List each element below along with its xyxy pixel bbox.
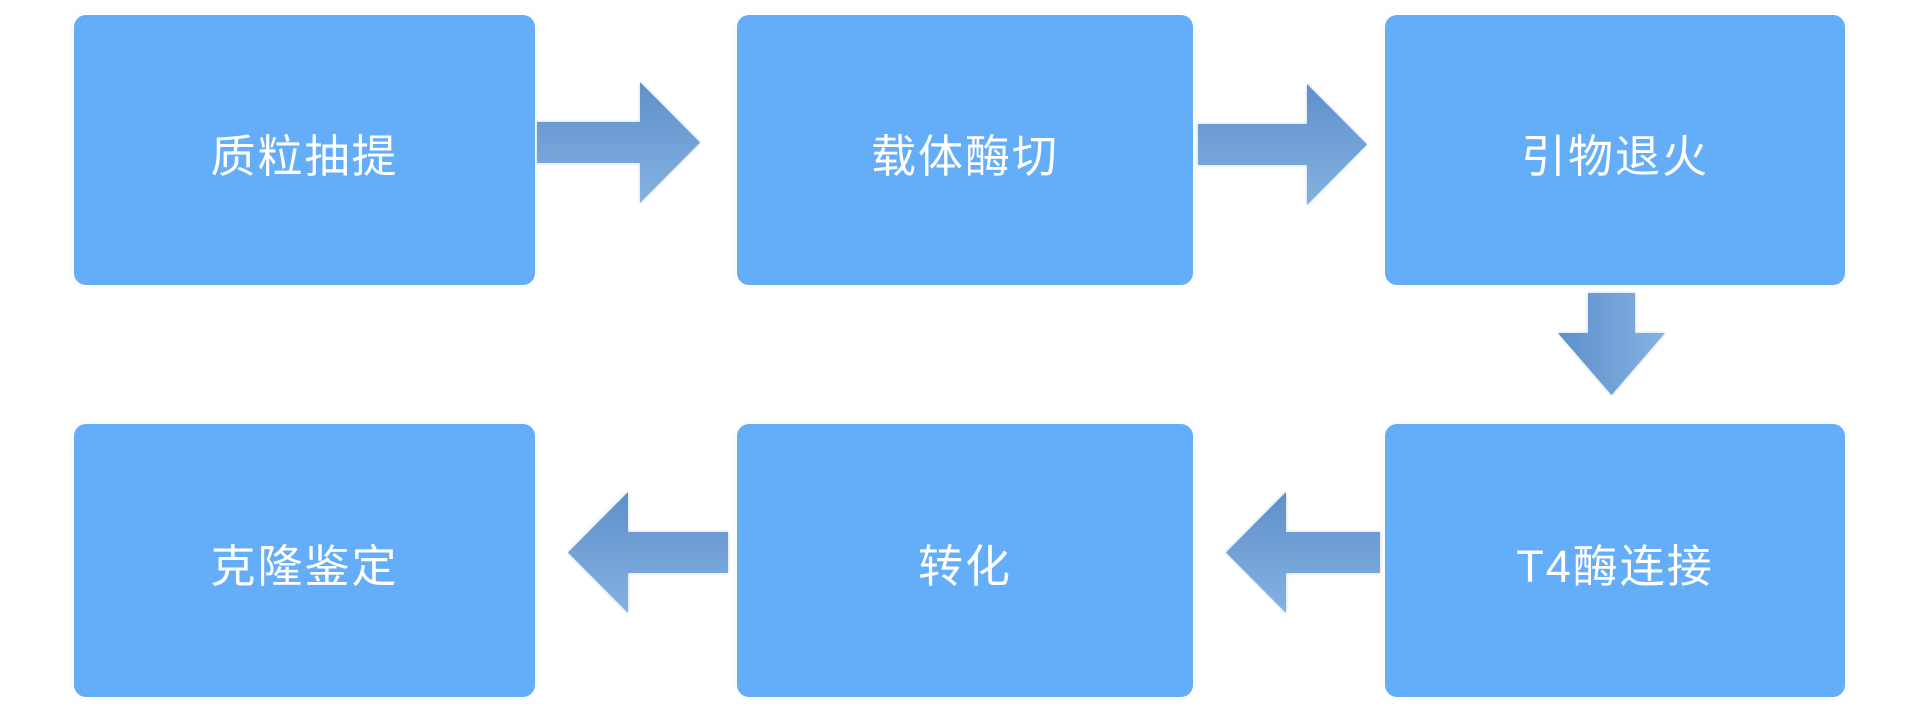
node-primer-annealing-label: 引物退火: [1520, 130, 1709, 182]
arrow-down-icon: [1558, 293, 1665, 395]
node-vector-digestion-label: 载体酶切: [870, 130, 1059, 182]
node-transformation-label: 转化: [917, 541, 1012, 592]
node-vector-digestion: 载体酶切: [737, 15, 1193, 285]
node-clone-identification: 克隆鉴定: [74, 424, 535, 697]
node-primer-annealing: 引物退火: [1385, 15, 1845, 285]
arrow-left-icon: [568, 492, 728, 613]
node-plasmid-extraction-label: 质粒抽提: [210, 130, 399, 182]
node-plasmid-extraction: 质粒抽提: [74, 15, 535, 285]
arrow-right-icon: [1198, 84, 1367, 205]
node-clone-identification-label: 克隆鉴定: [210, 541, 399, 592]
node-transformation: 转化: [737, 424, 1193, 697]
node-t4-ligation-label: T4酶连接: [1516, 541, 1714, 592]
arrow-right-icon: [537, 82, 700, 203]
arrow-left-icon: [1226, 492, 1380, 613]
node-t4-ligation: T4酶连接: [1385, 424, 1845, 697]
